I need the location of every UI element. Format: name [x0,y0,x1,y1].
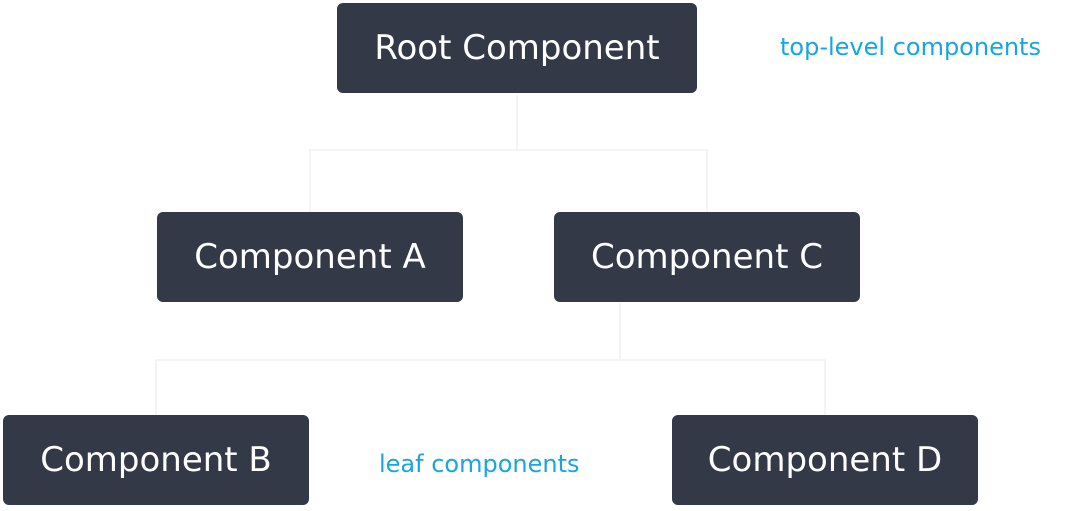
connector-c-to-b [155,303,621,415]
leaf-annotation: leaf components [379,450,580,478]
component-a-node: Component A [157,212,463,302]
component-c-node: Component C [554,212,860,302]
top-level-annotation: top-level components [780,33,1041,61]
component-b-node: Component B [3,415,309,505]
root-component-node: Root Component [337,3,697,93]
connector-root-to-a [309,95,518,212]
component-b-label: Component B [40,440,272,480]
connector-c-to-d [619,303,826,415]
connector-root-to-c [516,95,708,212]
component-d-label: Component D [707,440,943,480]
component-c-label: Component C [591,237,823,277]
component-a-label: Component A [194,237,426,277]
root-component-label: Root Component [374,28,660,68]
component-d-node: Component D [672,415,978,505]
